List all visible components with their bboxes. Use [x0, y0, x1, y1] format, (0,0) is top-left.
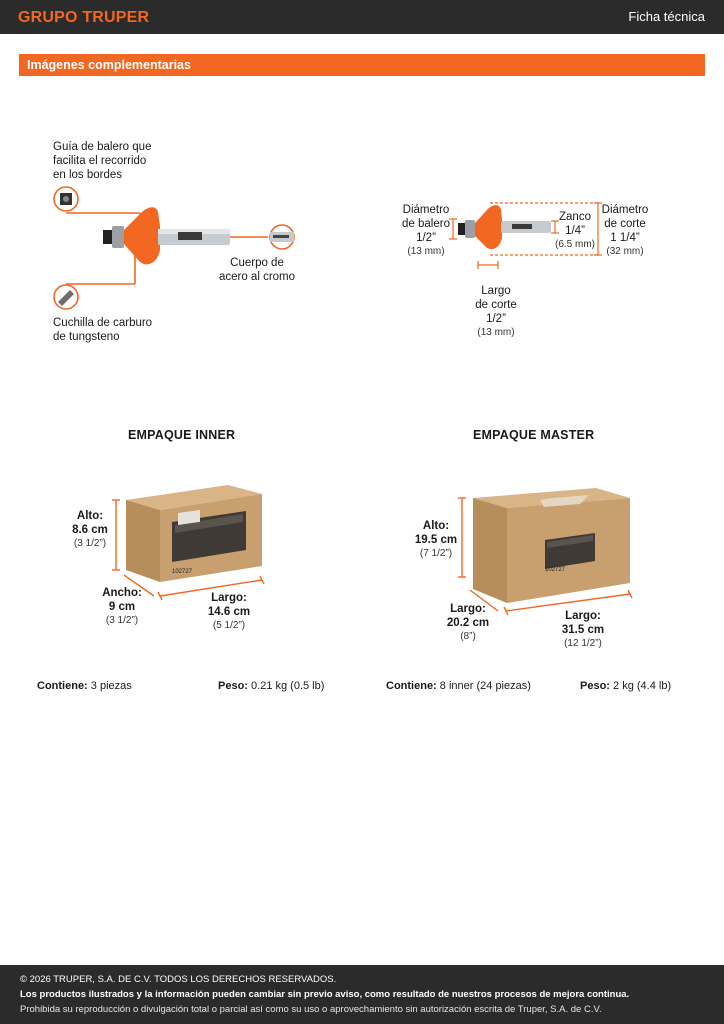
dim-cut-diameter: Diámetro de corte 1 1/4” (32 mm) — [601, 204, 649, 257]
body-zoom-icon — [269, 224, 295, 250]
footer-legal: Prohibida su reproducción o divulgación … — [20, 1004, 602, 1015]
inner-package-title: EMPAQUE INNER — [128, 428, 236, 442]
master-alto: Alto: 19.5 cm (7 1/2”) — [414, 520, 458, 559]
master-box-illustration: 102727 — [473, 488, 630, 603]
footer: © 2026 TRUPER, S.A. DE C.V. TODOS LOS DE… — [0, 965, 724, 1024]
inner-ancho: Ancho: 9 cm (3 1/2”) — [102, 587, 142, 626]
bearing-zoom-icon — [53, 186, 79, 212]
master-weight: Peso: 2 kg (4.4 lb) — [580, 680, 672, 692]
blade-zoom-icon — [53, 284, 79, 310]
master-ancho: Largo: 20.2 cm (8”) — [446, 603, 490, 642]
master-contains: Contiene: 8 inner (24 piezas) — [386, 680, 531, 692]
dim-bearing-diameter: Diámetro de balero 1/2” (13 mm) — [402, 204, 450, 257]
master-largo: Largo: 31.5 cm (12 1/2”) — [561, 610, 605, 649]
router-bit-large — [103, 207, 230, 265]
master-box-code: 102727 — [545, 567, 566, 573]
inner-contains: Contiene: 3 piezas — [37, 680, 132, 692]
section-header: Imágenes complementarias — [19, 54, 705, 76]
header-bar: GRUPO TRUPER Ficha técnica — [0, 0, 724, 34]
inner-box-dimension-lines — [112, 499, 265, 601]
inner-box-code: 102727 — [172, 569, 193, 575]
inner-box-illustration: 102727 — [126, 485, 262, 582]
brand-logo: GRUPO TRUPER — [18, 9, 150, 26]
router-bit-small — [458, 205, 551, 250]
inner-alto: Alto: 8.6 cm (3 1/2”) — [72, 510, 108, 549]
inner-weight: Peso: 0.21 kg (0.5 lb) — [218, 680, 325, 692]
inner-largo: Largo: 14.6 cm (5 1/2”) — [207, 592, 251, 631]
dim-cut-length: Largo de corte 1/2” (13 mm) — [475, 285, 517, 338]
master-package-title: EMPAQUE MASTER — [473, 428, 595, 442]
dim-shank: Zanco 1/4” (6.5 mm) — [555, 211, 595, 250]
footer-notice: Los productos ilustrados y la informació… — [20, 989, 630, 1000]
document-type: Ficha técnica — [628, 9, 705, 24]
dimension-lines — [449, 202, 602, 269]
callout-blade: Cuchilla de carburo de tungsteno — [53, 317, 153, 343]
callout-body: Cuerpo de acero al cromo — [218, 257, 296, 283]
footer-copyright: © 2026 TRUPER, S.A. DE C.V. TODOS LOS DE… — [20, 974, 337, 985]
master-box-dimension-lines — [458, 497, 633, 616]
callout-bearing-guide: Guía de balero que facilita el recorrido… — [53, 141, 152, 181]
section-title: Imágenes complementarias — [27, 58, 191, 72]
